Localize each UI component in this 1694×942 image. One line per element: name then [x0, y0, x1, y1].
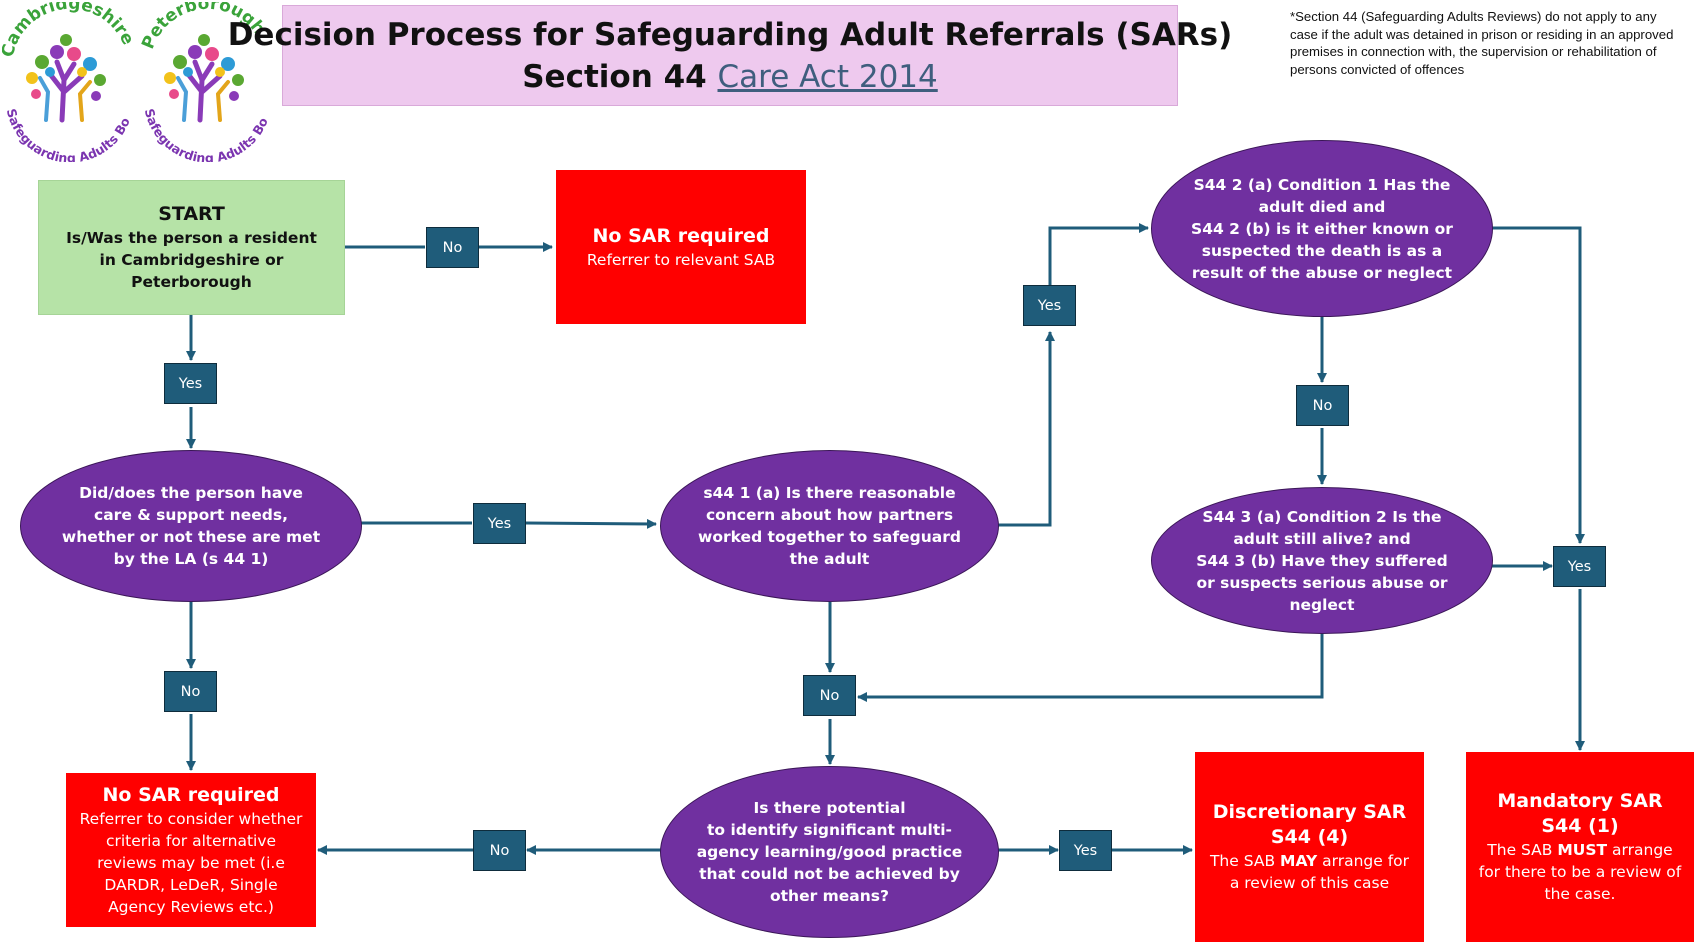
discretionary-title: Discretionary SAR	[1212, 801, 1407, 823]
condition1-text: S44 2 (a) Condition 1 Has the adult died…	[1191, 175, 1453, 282]
label-concern-yes: Yes	[1023, 285, 1076, 326]
no-sar-top-body: Referrer to relevant SAB	[586, 250, 776, 269]
discretionary-body-pre: The SAB	[1209, 852, 1281, 870]
potential-text: Is there potential to identify significa…	[696, 799, 963, 905]
label-care-yes: Yes	[473, 503, 526, 544]
arrow-cond1-yes	[1492, 226, 1585, 544]
condition1-decision: S44 2 (a) Condition 1 Has the adult died…	[1151, 140, 1493, 317]
discretionary-section: S44 (4)	[1270, 826, 1349, 848]
care-needs-decision: Did/does the person have care & support …	[20, 450, 362, 602]
mandatory-sar-box: Mandatory SAR S44 (1) The SAB MUST arran…	[1466, 752, 1694, 942]
concern-text: s44 1 (a) Is there reasonable concern ab…	[698, 484, 961, 568]
label-cond-yes: Yes	[1553, 546, 1606, 587]
discretionary-body-post: arrange for a review of this case	[1229, 852, 1410, 892]
label-start-no: No	[426, 227, 479, 268]
label-cond1-no: No	[1296, 385, 1349, 426]
footnote: *Section 44 (Safeguarding Adults Reviews…	[1290, 9, 1674, 77]
mandatory-body-pre: The SAB	[1487, 841, 1558, 859]
no-sar-bottom-title: No SAR required	[102, 783, 280, 806]
peterborough-sab-logo: Peterborough Safeguarding Adults Board	[136, 0, 275, 165]
care-act-link[interactable]: Care Act 2014	[717, 58, 938, 95]
start-box: START Is/Was the person a resident in Ca…	[38, 180, 345, 315]
start-question: Is/Was the person a resident in Cambridg…	[66, 229, 317, 291]
mandatory-body: The SAB MUST arrange for there to be a r…	[1476, 839, 1684, 905]
no-sar-top-box: No SAR required Referrer to relevant SAB	[556, 170, 806, 324]
discretionary-body-strong: MAY	[1280, 852, 1318, 870]
page-subtitle: Section 44 Care Act 2014	[522, 56, 938, 98]
cambridgeshire-sab-logo: Cambridgeshire Safeguarding Adults Board	[0, 0, 138, 165]
label-care-no: No	[164, 671, 217, 712]
care-needs-text: Did/does the person have care & support …	[61, 484, 321, 568]
no-sar-bottom-box: No SAR required Referrer to consider whe…	[66, 773, 316, 927]
label-potential-no: No	[473, 830, 526, 871]
mandatory-title: Mandatory SAR	[1497, 790, 1663, 812]
no-sar-bottom-body: Referrer to consider whether criteria fo…	[79, 809, 303, 916]
arrow-concern-yes	[998, 331, 1055, 527]
subtitle-prefix: Section 44	[522, 58, 718, 95]
mandatory-body-strong: MUST	[1557, 841, 1608, 859]
title-box: Decision Process for Safeguarding Adult …	[228, 5, 1232, 106]
potential-decision: Is there potential to identify significa…	[660, 766, 999, 938]
arrow-yes-to-cond1	[1048, 223, 1149, 285]
discretionary-sar-box: Discretionary SAR S44 (4) The SAB MAY ar…	[1195, 752, 1424, 942]
mandatory-section: S44 (1)	[1541, 815, 1619, 837]
start-title: START	[158, 203, 225, 225]
no-sar-top-title: No SAR required	[592, 224, 770, 247]
arrow-yes-to-concern	[525, 518, 657, 529]
condition2-text: S44 3 (a) Condition 2 Is the adult still…	[1196, 507, 1448, 614]
condition2-decision: S44 3 (a) Condition 2 Is the adult still…	[1151, 487, 1493, 634]
page-title: Decision Process for Safeguarding Adult …	[227, 16, 1233, 53]
label-potential-yes: Yes	[1059, 830, 1112, 871]
discretionary-body: The SAB MAY arrange for a review of this…	[1205, 850, 1414, 894]
arrow-cond2-no	[857, 633, 1324, 702]
concern-decision: s44 1 (a) Is there reasonable concern ab…	[660, 450, 999, 602]
label-concern-no: No	[803, 675, 856, 716]
label-start-yes: Yes	[164, 363, 217, 404]
mandatory-body-post: arrange for there to be a review of the …	[1478, 841, 1682, 903]
